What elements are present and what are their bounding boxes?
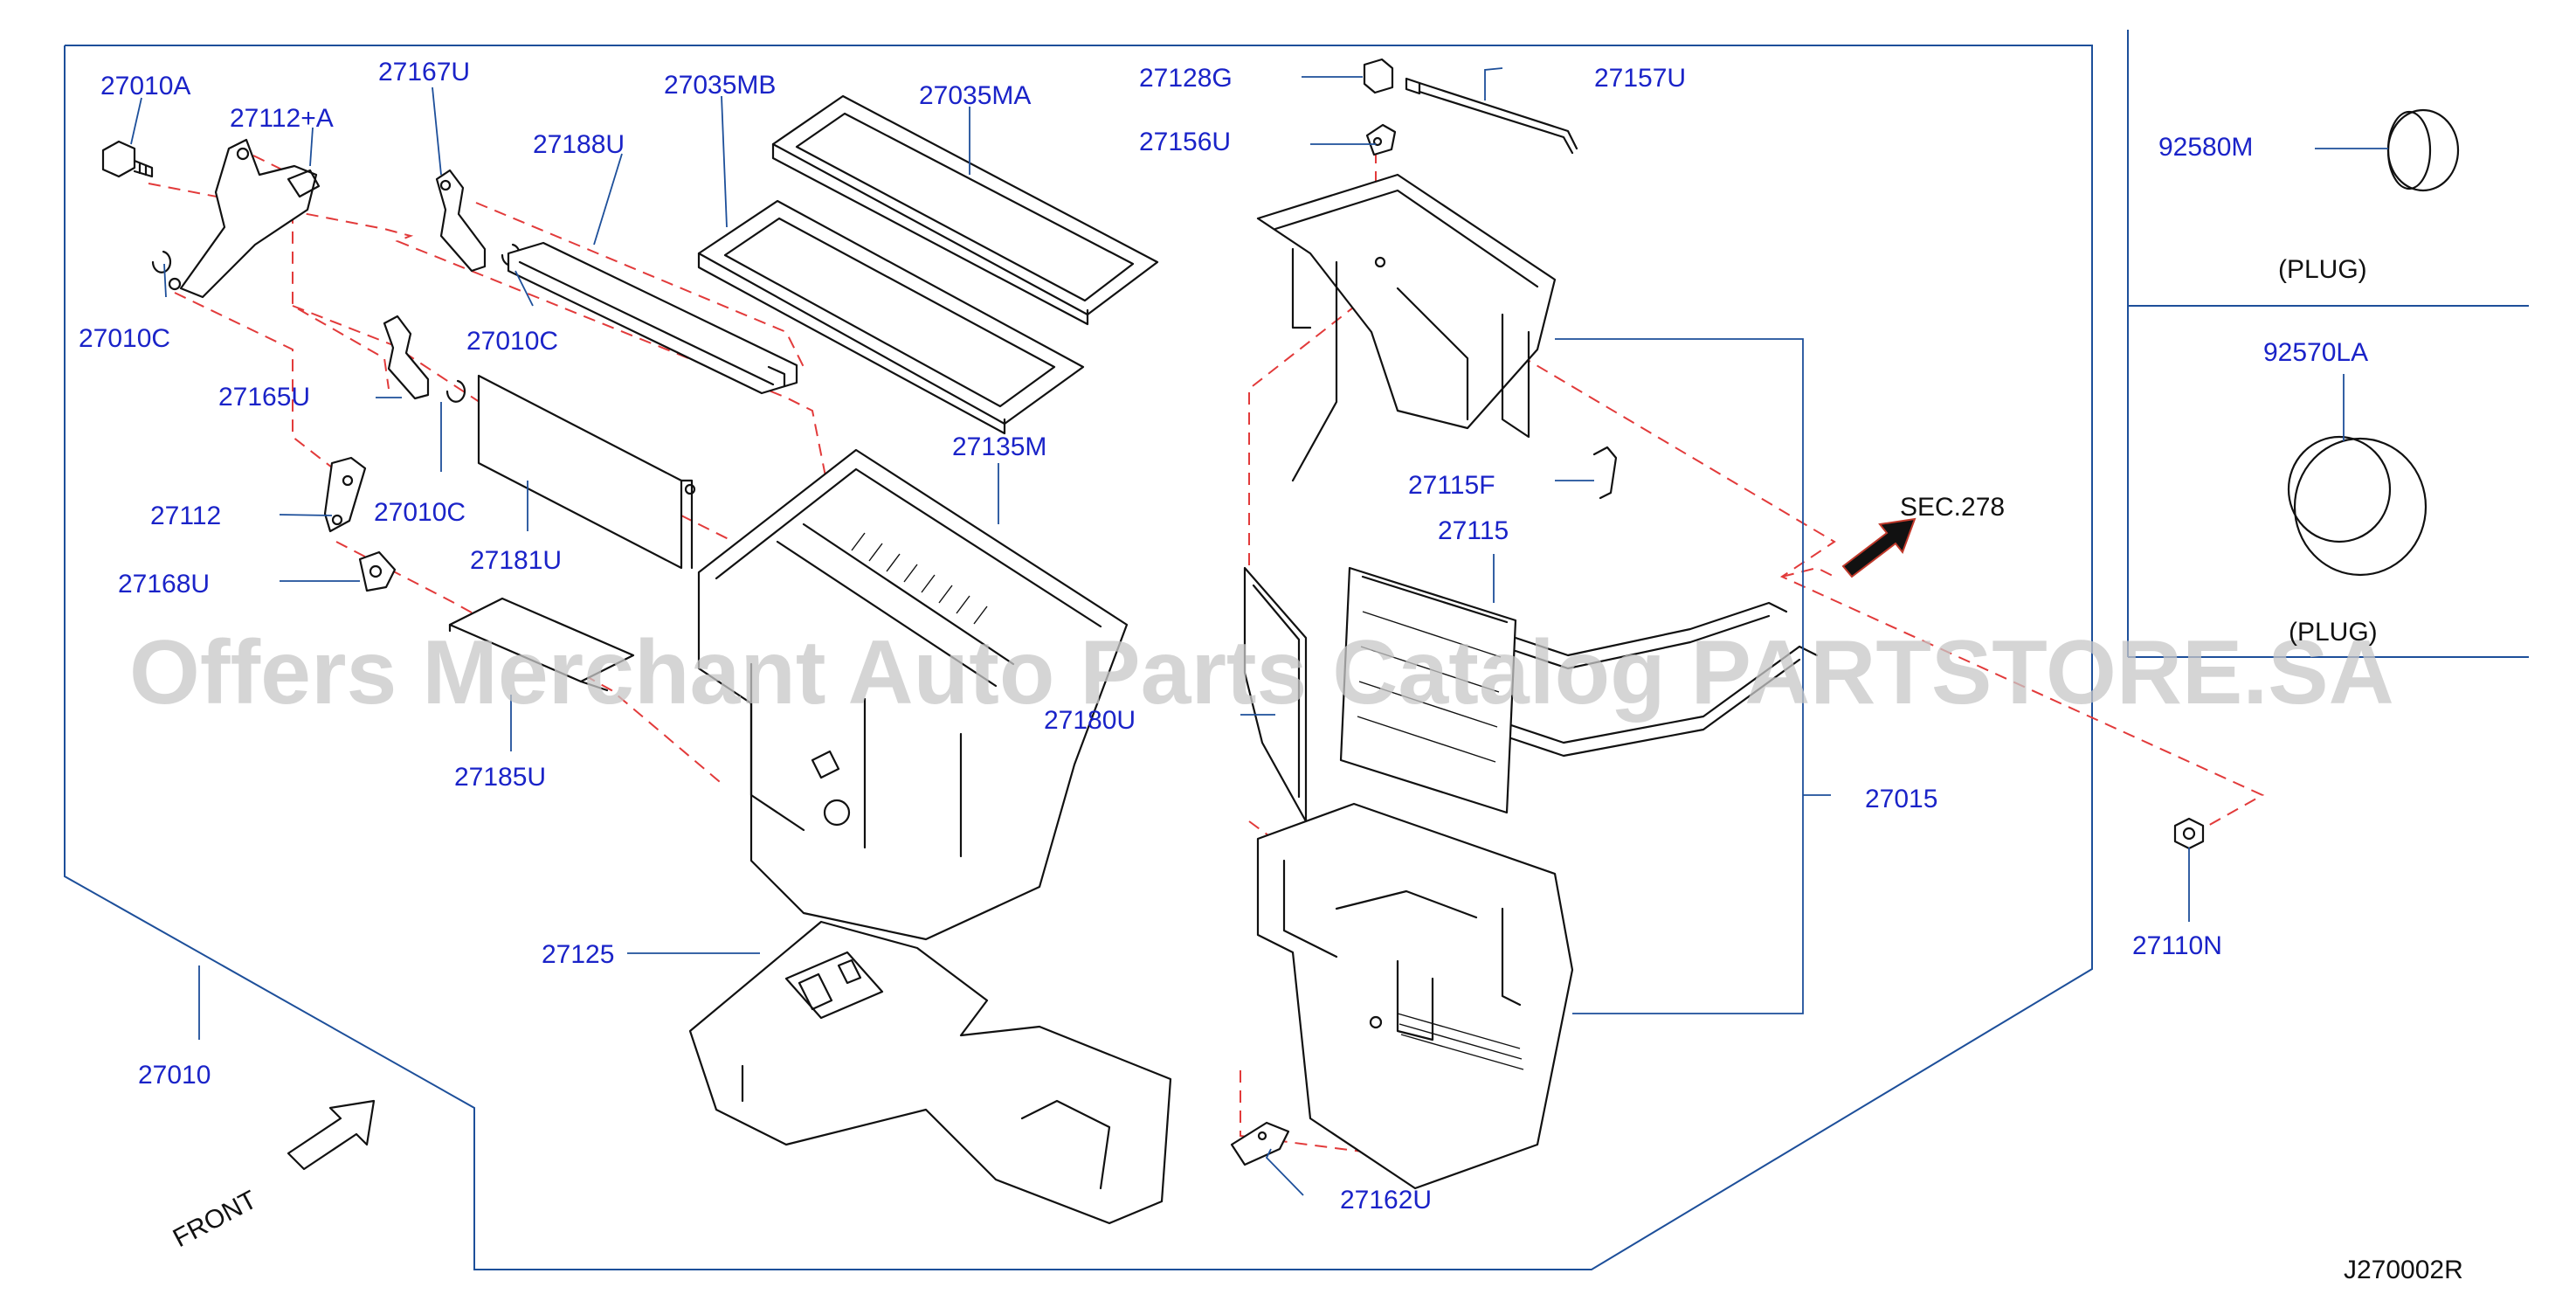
- label-27157u: 27157U: [1594, 64, 1686, 93]
- label-27010c-left: 27010C: [79, 324, 170, 353]
- label-27185u: 27185U: [454, 763, 546, 792]
- side-panels: [2127, 30, 2529, 658]
- label-27115: 27115: [1438, 516, 1509, 545]
- core-fins: [1357, 611, 1502, 763]
- front-label: FRONT: [169, 1186, 262, 1254]
- plug-caption-2: (PLUG): [2289, 618, 2378, 647]
- label-27010c-low: 27010C: [374, 498, 466, 527]
- door-27181u: [477, 374, 696, 570]
- label-27156u: 27156U: [1139, 128, 1231, 156]
- label-27112a: 27112+A: [230, 104, 334, 133]
- label-27128g: 27128G: [1139, 64, 1233, 93]
- label-27180u: 27180U: [1044, 706, 1136, 735]
- seal-27180u: [1243, 566, 1308, 823]
- clip-27156u: [1365, 123, 1397, 156]
- label-27010: 27010: [138, 1061, 211, 1090]
- filter-frame-27035mb: [697, 199, 1085, 435]
- label-27165u: 27165U: [218, 383, 310, 412]
- label-27181u: 27181U: [470, 546, 562, 575]
- housing-grille: [1397, 1013, 1524, 1070]
- bracket-27115f: [1592, 446, 1618, 500]
- bracket-27112: [323, 456, 367, 533]
- part-labels: 27010A 27112+A 27167U 27188U 27035MB 270…: [79, 58, 2368, 1214]
- label-27110n: 27110N: [2132, 931, 2222, 960]
- label-27125: 27125: [542, 940, 614, 969]
- clip-27162u: [1230, 1121, 1290, 1166]
- nut-27110n: [2173, 817, 2205, 850]
- label-27015: 27015: [1865, 785, 1937, 813]
- section-ref: SEC.278: [1900, 493, 2005, 522]
- label-27035mb: 27035MB: [664, 71, 776, 100]
- bolt-27010a: [101, 140, 154, 178]
- label-27167u: 27167U: [378, 58, 470, 87]
- case-grille: [851, 532, 988, 625]
- heater-housing-upper: [1256, 173, 1557, 482]
- assembly-frame: [64, 45, 2093, 1270]
- plug-caption-1: (PLUG): [2278, 255, 2367, 284]
- drawing-code: J270002R: [2344, 1256, 2463, 1284]
- front-arrow-icon: [287, 1099, 376, 1171]
- label-27115f: 27115F: [1408, 471, 1495, 500]
- label-92580m: 92580M: [2158, 133, 2253, 162]
- link-27167u: [435, 169, 487, 273]
- lower-duct-27125: [688, 920, 1172, 1225]
- label-27162u: 27162U: [1340, 1186, 1432, 1214]
- door-27188u: [507, 241, 798, 395]
- label-27010c-mid: 27010C: [466, 327, 558, 356]
- label-27168u: 27168U: [118, 570, 210, 599]
- filter-frame-27035ma: [771, 94, 1159, 326]
- upper-case-27135m: [697, 448, 1129, 941]
- plate-27168u: [358, 550, 397, 592]
- bracket-27112a: [168, 138, 321, 299]
- clip-27010c-low: [445, 379, 466, 403]
- label-27135m: 27135M: [952, 433, 1046, 461]
- label-27112: 27112: [150, 502, 221, 530]
- plug-92570la: [2287, 435, 2428, 577]
- heater-core-27115: [1339, 566, 1819, 814]
- clip-27010c-left: [151, 250, 172, 273]
- door-27185u: [448, 597, 635, 692]
- label-92570la: 92570LA: [2263, 338, 2368, 367]
- heater-housing-lower: [1256, 802, 1574, 1190]
- plug-92580m: [2386, 108, 2460, 192]
- connector-27128g: [1302, 58, 1394, 94]
- rod-27157u: [1405, 77, 1578, 155]
- label-27035ma: 27035MA: [919, 81, 1031, 110]
- leader-lines: [130, 67, 2388, 1196]
- label-27188u: 27188U: [533, 130, 625, 159]
- section-arrow-icon: [1841, 517, 1916, 578]
- watermark-text: Offers Merchant Auto Parts Catalog PARTS…: [129, 622, 2394, 723]
- link-27165u: [383, 315, 430, 400]
- label-27010a: 27010A: [100, 72, 190, 100]
